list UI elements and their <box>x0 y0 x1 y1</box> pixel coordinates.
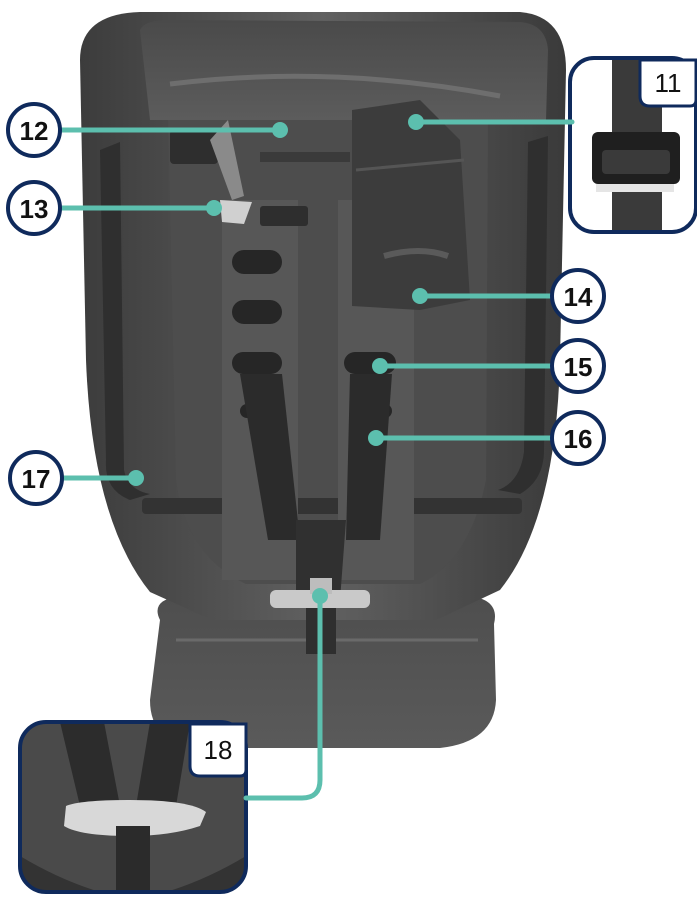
adjuster-buckle <box>210 120 252 224</box>
inset-11-label: 11 <box>655 68 682 98</box>
callout-12-label: 12 <box>20 116 49 146</box>
callout-13-label: 13 <box>20 194 49 224</box>
inset-11: 11 <box>568 56 697 234</box>
callout-13: 13 <box>6 180 62 236</box>
inset-18-label: 18 <box>204 735 233 765</box>
callout-15-label: 15 <box>564 352 593 382</box>
headrest <box>140 20 548 120</box>
callout-15: 15 <box>550 338 606 394</box>
side-frame-right <box>498 136 548 494</box>
callout-16-label: 16 <box>564 424 593 454</box>
callout-16: 16 <box>550 410 606 466</box>
callout-14: 14 <box>550 268 606 324</box>
callout-12: 12 <box>6 102 62 158</box>
callout-14-label: 14 <box>564 282 593 312</box>
callout-17: 17 <box>8 450 64 506</box>
side-frame-left <box>100 142 150 500</box>
seat-base <box>150 596 496 748</box>
callout-17-label: 17 <box>22 464 51 494</box>
shoulder-strap-stowed <box>352 100 470 310</box>
leader-lines <box>59 114 575 801</box>
leader-18 <box>243 593 323 801</box>
inset-18: 18 <box>18 720 248 894</box>
harness-strap-left <box>240 374 300 540</box>
harness-strap-right <box>346 374 392 540</box>
car-seat <box>80 12 566 748</box>
